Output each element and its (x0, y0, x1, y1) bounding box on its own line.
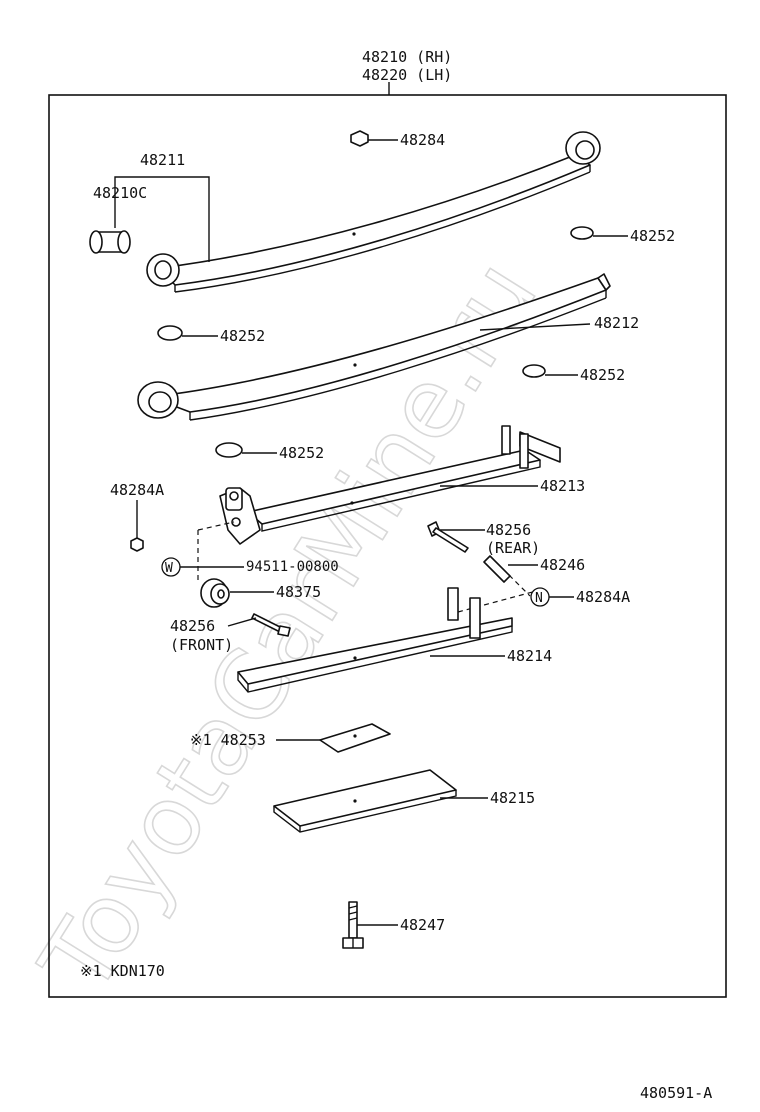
leader-48211 (114, 176, 210, 262)
part-label-48284a-left: 48284A (110, 481, 164, 499)
bolt-48256-rear (427, 521, 485, 553)
diagram-reference-code: 480591-A (640, 1084, 712, 1102)
assembly-line-front (197, 521, 235, 580)
pad-48252-left (157, 325, 218, 341)
part-label-48256-rear: 48256 (486, 521, 531, 539)
part-label-48252-left: 48252 (220, 327, 265, 345)
plate-48253 (276, 723, 391, 753)
part-label-48215: 48215 (490, 789, 535, 807)
part-label-48253: ※1 48253 (190, 731, 266, 749)
part-label-48210c: 48210C (93, 184, 147, 202)
part-label-48220-lh: 48220 (LH) (362, 66, 452, 84)
pad-48252-upper-right (570, 226, 628, 240)
pad-48252-lower-left (215, 442, 277, 458)
part-label-48246: 48246 (540, 556, 585, 574)
leaf-48213 (219, 425, 561, 545)
footnote-kdn170: ※1 KDN170 (80, 962, 165, 980)
part-label-48256-front-note: (FRONT) (170, 636, 233, 654)
part-label-48375: 48375 (276, 583, 321, 601)
part-label-48212: 48212 (594, 314, 639, 332)
part-label-48210-rh: 48210 (RH) (362, 48, 452, 66)
part-label-48247: 48247 (400, 916, 445, 934)
part-label-48256-rear-note: (REAR) (486, 539, 540, 557)
pin-48246 (483, 555, 538, 583)
part-label-48284: 48284 (400, 131, 445, 149)
w-symbol: W (165, 561, 173, 576)
leaf-48212 (137, 273, 611, 421)
pad-48252-right-middle (522, 364, 578, 378)
leaf-48211 (146, 131, 601, 293)
part-label-48284a-right: 48284A (576, 588, 630, 606)
bolt-48247 (342, 901, 398, 949)
part-label-48213: 48213 (540, 477, 585, 495)
part-label-48256-front: 48256 (170, 617, 215, 635)
n-symbol: N (535, 591, 543, 606)
part-label-48252-upper-right: 48252 (630, 227, 675, 245)
bushing-48375 (200, 578, 274, 608)
part-label-48214: 48214 (507, 647, 552, 665)
part-label-48252-lower-left: 48252 (279, 444, 324, 462)
part-label-48211: 48211 (140, 151, 185, 169)
nut-48284 (350, 130, 398, 147)
part-label-94511-00800: 94511-00800 (246, 559, 339, 575)
leaf-48215 (273, 769, 488, 833)
bushing-48210c (89, 230, 131, 254)
part-label-48252-right-middle: 48252 (580, 366, 625, 384)
diagram-frame (48, 94, 727, 998)
nut-48284a-left (130, 500, 144, 552)
leaf-48214 (237, 587, 513, 693)
bolt-48256-front (227, 613, 291, 637)
